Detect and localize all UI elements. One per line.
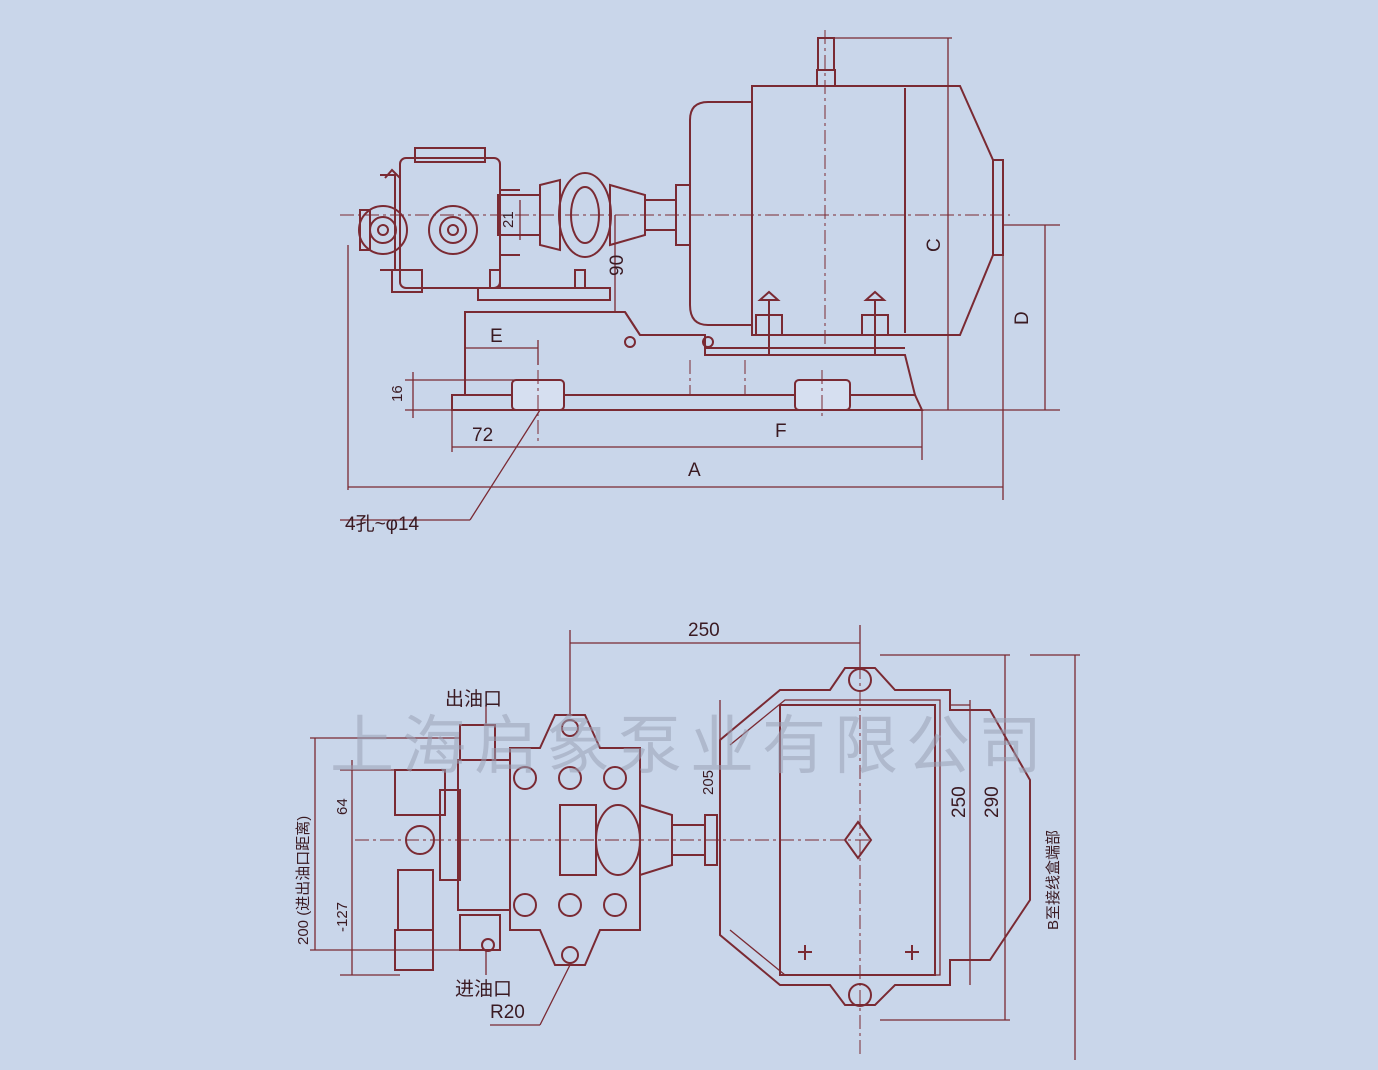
dim-250-v: 250	[949, 786, 970, 818]
inlet-label: 进油口	[455, 978, 512, 1000]
dim-C: C	[924, 238, 945, 252]
motor	[340, 30, 1010, 355]
dim-r20: R20	[490, 1002, 525, 1023]
dim-A: A	[688, 460, 701, 481]
dim-290: 290	[982, 786, 1003, 818]
dim-205: 205	[700, 770, 717, 795]
dim-250-top: 250	[688, 620, 720, 641]
pump	[358, 147, 520, 293]
pump-plan	[355, 714, 870, 971]
dim-64: 64	[334, 798, 351, 815]
company-watermark: 上海启象泵业有限公司	[330, 710, 1050, 784]
side-view: A F E 72 16 90 21 C D 4孔~φ14	[340, 30, 1060, 535]
terminal-box-label: B至接线盒端部	[1045, 830, 1062, 930]
dim-16: 16	[389, 385, 406, 402]
dim-F: F	[775, 421, 787, 442]
dim-200: 200 (进出油口距离)	[295, 816, 312, 945]
dim-127: -127	[334, 902, 351, 932]
top-dimension-labels: 250 205 250 290 64 -127 200 (进出油口距离) R20…	[295, 620, 1062, 1023]
top-dimensions	[310, 625, 1080, 1060]
side-dimensions	[340, 37, 1060, 521]
dim-E: E	[490, 326, 503, 347]
coupling	[497, 172, 691, 258]
dim-21: 21	[500, 211, 517, 228]
dim-D: D	[1012, 311, 1033, 325]
dim-72: 72	[472, 425, 493, 446]
motor-plan	[719, 640, 1031, 1055]
hole-callout: 4孔~φ14	[345, 513, 420, 535]
side-dimension-labels: A F E 72 16 90 21 C D 4孔~φ14	[345, 211, 1033, 535]
baseplate	[451, 360, 924, 445]
top-view: 250 205 250 290 64 -127 200 (进出油口距离) R20…	[295, 620, 1080, 1060]
outlet-label: 出油口	[445, 688, 502, 710]
dim-90: 90	[607, 255, 628, 276]
